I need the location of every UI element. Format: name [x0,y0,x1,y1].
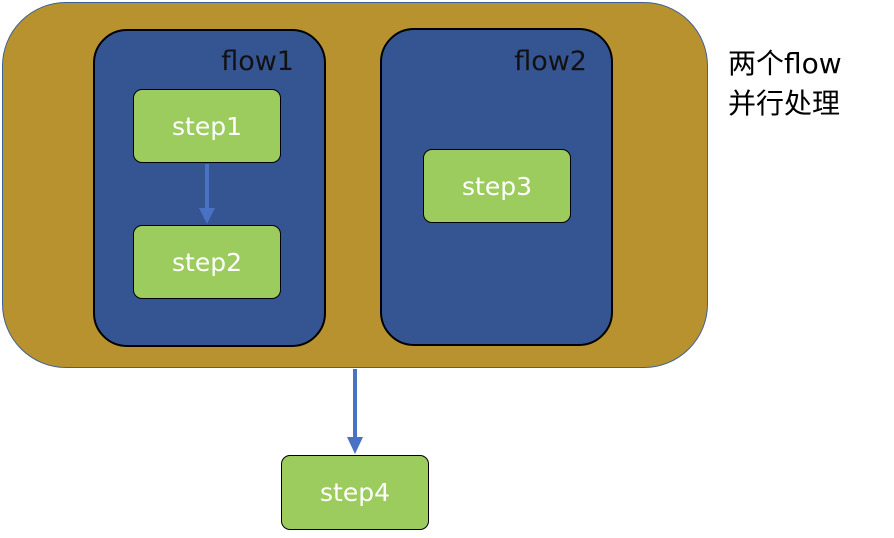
step3-label: step3 [462,171,532,201]
step1-label: step1 [172,111,242,141]
step4-box: step4 [281,455,429,530]
arrow-step1-to-step2 [199,164,215,224]
flow1-title: flow1 [221,46,294,77]
step1-box: step1 [133,89,281,163]
note-line-1: 两个flow [728,47,842,80]
parallel-note: 两个flow 并行处理 [728,44,888,124]
step3-box: step3 [423,149,571,223]
arrow-container-to-step4 [347,369,363,454]
step2-label: step2 [172,247,242,277]
step2-box: step2 [133,225,281,299]
note-line-2: 并行处理 [728,87,841,120]
flow2-title: flow2 [514,46,587,77]
step4-label: step4 [320,478,390,507]
